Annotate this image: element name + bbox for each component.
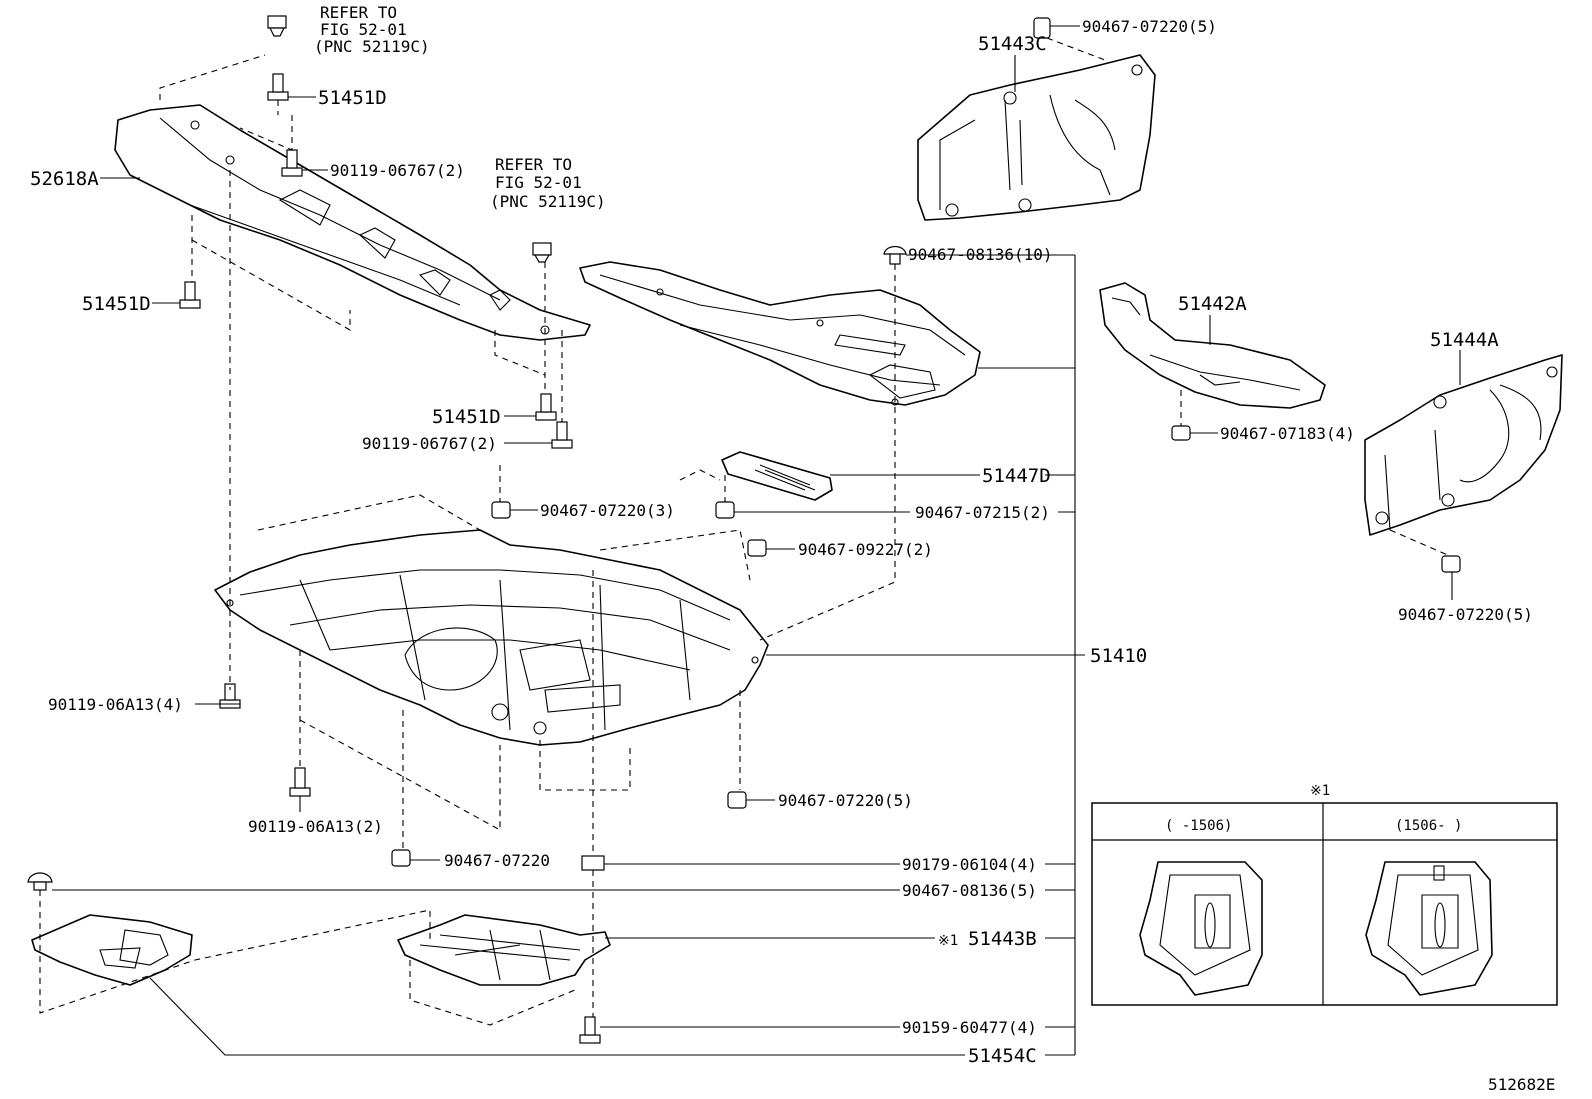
bolt-51451D-mid [535, 393, 557, 421]
callout-90467-07220-5-right: 90467-07220(5) [1398, 605, 1533, 624]
clip-mid [532, 242, 552, 263]
nut-07220-5-low [727, 791, 747, 809]
bolt-51451D-left [179, 281, 201, 309]
callout-90467-08136-10: 90467-08136(10) [908, 245, 1053, 264]
dashed-guides [39, 37, 1451, 1026]
cover-51454C [31, 914, 193, 986]
side-cover-51444A [1364, 354, 1563, 536]
callout-90467-08136-5: 90467-08136(5) [902, 881, 1037, 900]
refer-line1: REFER TO [320, 3, 397, 22]
callout-90119-06A13-4: 90119-06A13(4) [48, 695, 183, 714]
callout-90179-06104-4: 90179-06104(4) [902, 855, 1037, 874]
callout-90119-06A13-2: 90119-06A13(2) [248, 817, 383, 836]
callout-51410: 51410 [1090, 645, 1147, 667]
refer-line3: (PNC 52119C) [490, 192, 606, 211]
bolt-06A13-2 [289, 767, 311, 797]
screw-90119-top [281, 149, 303, 177]
callout-51454C: 51454C [968, 1045, 1037, 1067]
callout-51444A: 51444A [1430, 329, 1499, 351]
variant-col1-header: ( -1506) [1165, 818, 1232, 834]
variant-a-shape [1139, 861, 1263, 996]
bolt-51451D-top [267, 73, 289, 101]
clip-06104 [581, 855, 605, 871]
clip-08136-5 [27, 872, 53, 891]
variant-col2-header: (1506- ) [1395, 818, 1462, 834]
callout-51443C: 51443C [978, 33, 1047, 55]
frame-51443B [397, 914, 611, 986]
under-cover-51410 [214, 529, 769, 746]
callout-90467-07220-5-low: 90467-07220(5) [778, 791, 913, 810]
callout-51443B-mark: ※1 [938, 933, 958, 949]
callout-51451D-left: 51451D [82, 293, 151, 315]
refer-note-mid: REFER TO FIG 52-01 (PNC 52119C) [490, 155, 606, 211]
long-cover [579, 261, 981, 406]
callout-51451D-top: 51451D [318, 87, 387, 109]
nut-07215 [715, 501, 735, 519]
refer-line1: REFER TO [495, 155, 572, 174]
nut-07220-3 [491, 501, 511, 519]
side-cover-51443C [917, 54, 1156, 221]
clip-top-left [267, 15, 287, 37]
callout-51443B: 51443B [968, 928, 1037, 950]
callout-90467-07220-5-top: 90467-07220(5) [1082, 17, 1217, 36]
leader-lines [52, 25, 1461, 1056]
callout-90119-06767-mid: 90119-06767(2) [362, 434, 497, 453]
bolt-60477 [579, 1016, 601, 1044]
callout-90467-09227-2: 90467-09227(2) [798, 540, 933, 559]
refer-note-top: REFER TO FIG 52-01 (PNC 52119C) [314, 3, 430, 56]
diagram-id: 512682E [1488, 1075, 1555, 1094]
nut-07220-right [1441, 555, 1461, 573]
callout-90467-07183-4: 90467-07183(4) [1220, 424, 1355, 443]
callout-90467-07220: 90467-07220 [444, 851, 550, 870]
refer-line2: FIG 52-01 [495, 173, 582, 192]
variant-table [1091, 802, 1558, 1006]
nut-09227 [747, 539, 767, 557]
screw-90119-mid [551, 421, 573, 449]
refer-line3: (PNC 52119C) [314, 37, 430, 56]
clip-08136-10 [883, 245, 907, 265]
callout-52618A: 52618A [30, 168, 99, 190]
front-cover-52618A [114, 104, 591, 341]
callout-90119-06767-top: 90119-06767(2) [330, 161, 465, 180]
nut-07183 [1171, 425, 1191, 441]
callout-51447D: 51447D [982, 465, 1051, 487]
callout-90159-60477-4: 90159-60477(4) [902, 1018, 1037, 1037]
grille-51447D [721, 451, 833, 501]
variant-b-shape [1365, 861, 1493, 996]
callout-51451D-mid: 51451D [432, 406, 501, 428]
variant-mark: ※1 [1310, 783, 1330, 799]
callout-90467-07215-2: 90467-07215(2) [915, 503, 1050, 522]
nut-51443C [1033, 17, 1051, 39]
nut-07220-low [391, 849, 411, 867]
callout-90467-07220-3: 90467-07220(3) [540, 501, 675, 520]
side-cover-51442A [1099, 282, 1326, 409]
callout-51442A: 51442A [1178, 293, 1247, 315]
refer-line2: FIG 52-01 [320, 20, 407, 39]
